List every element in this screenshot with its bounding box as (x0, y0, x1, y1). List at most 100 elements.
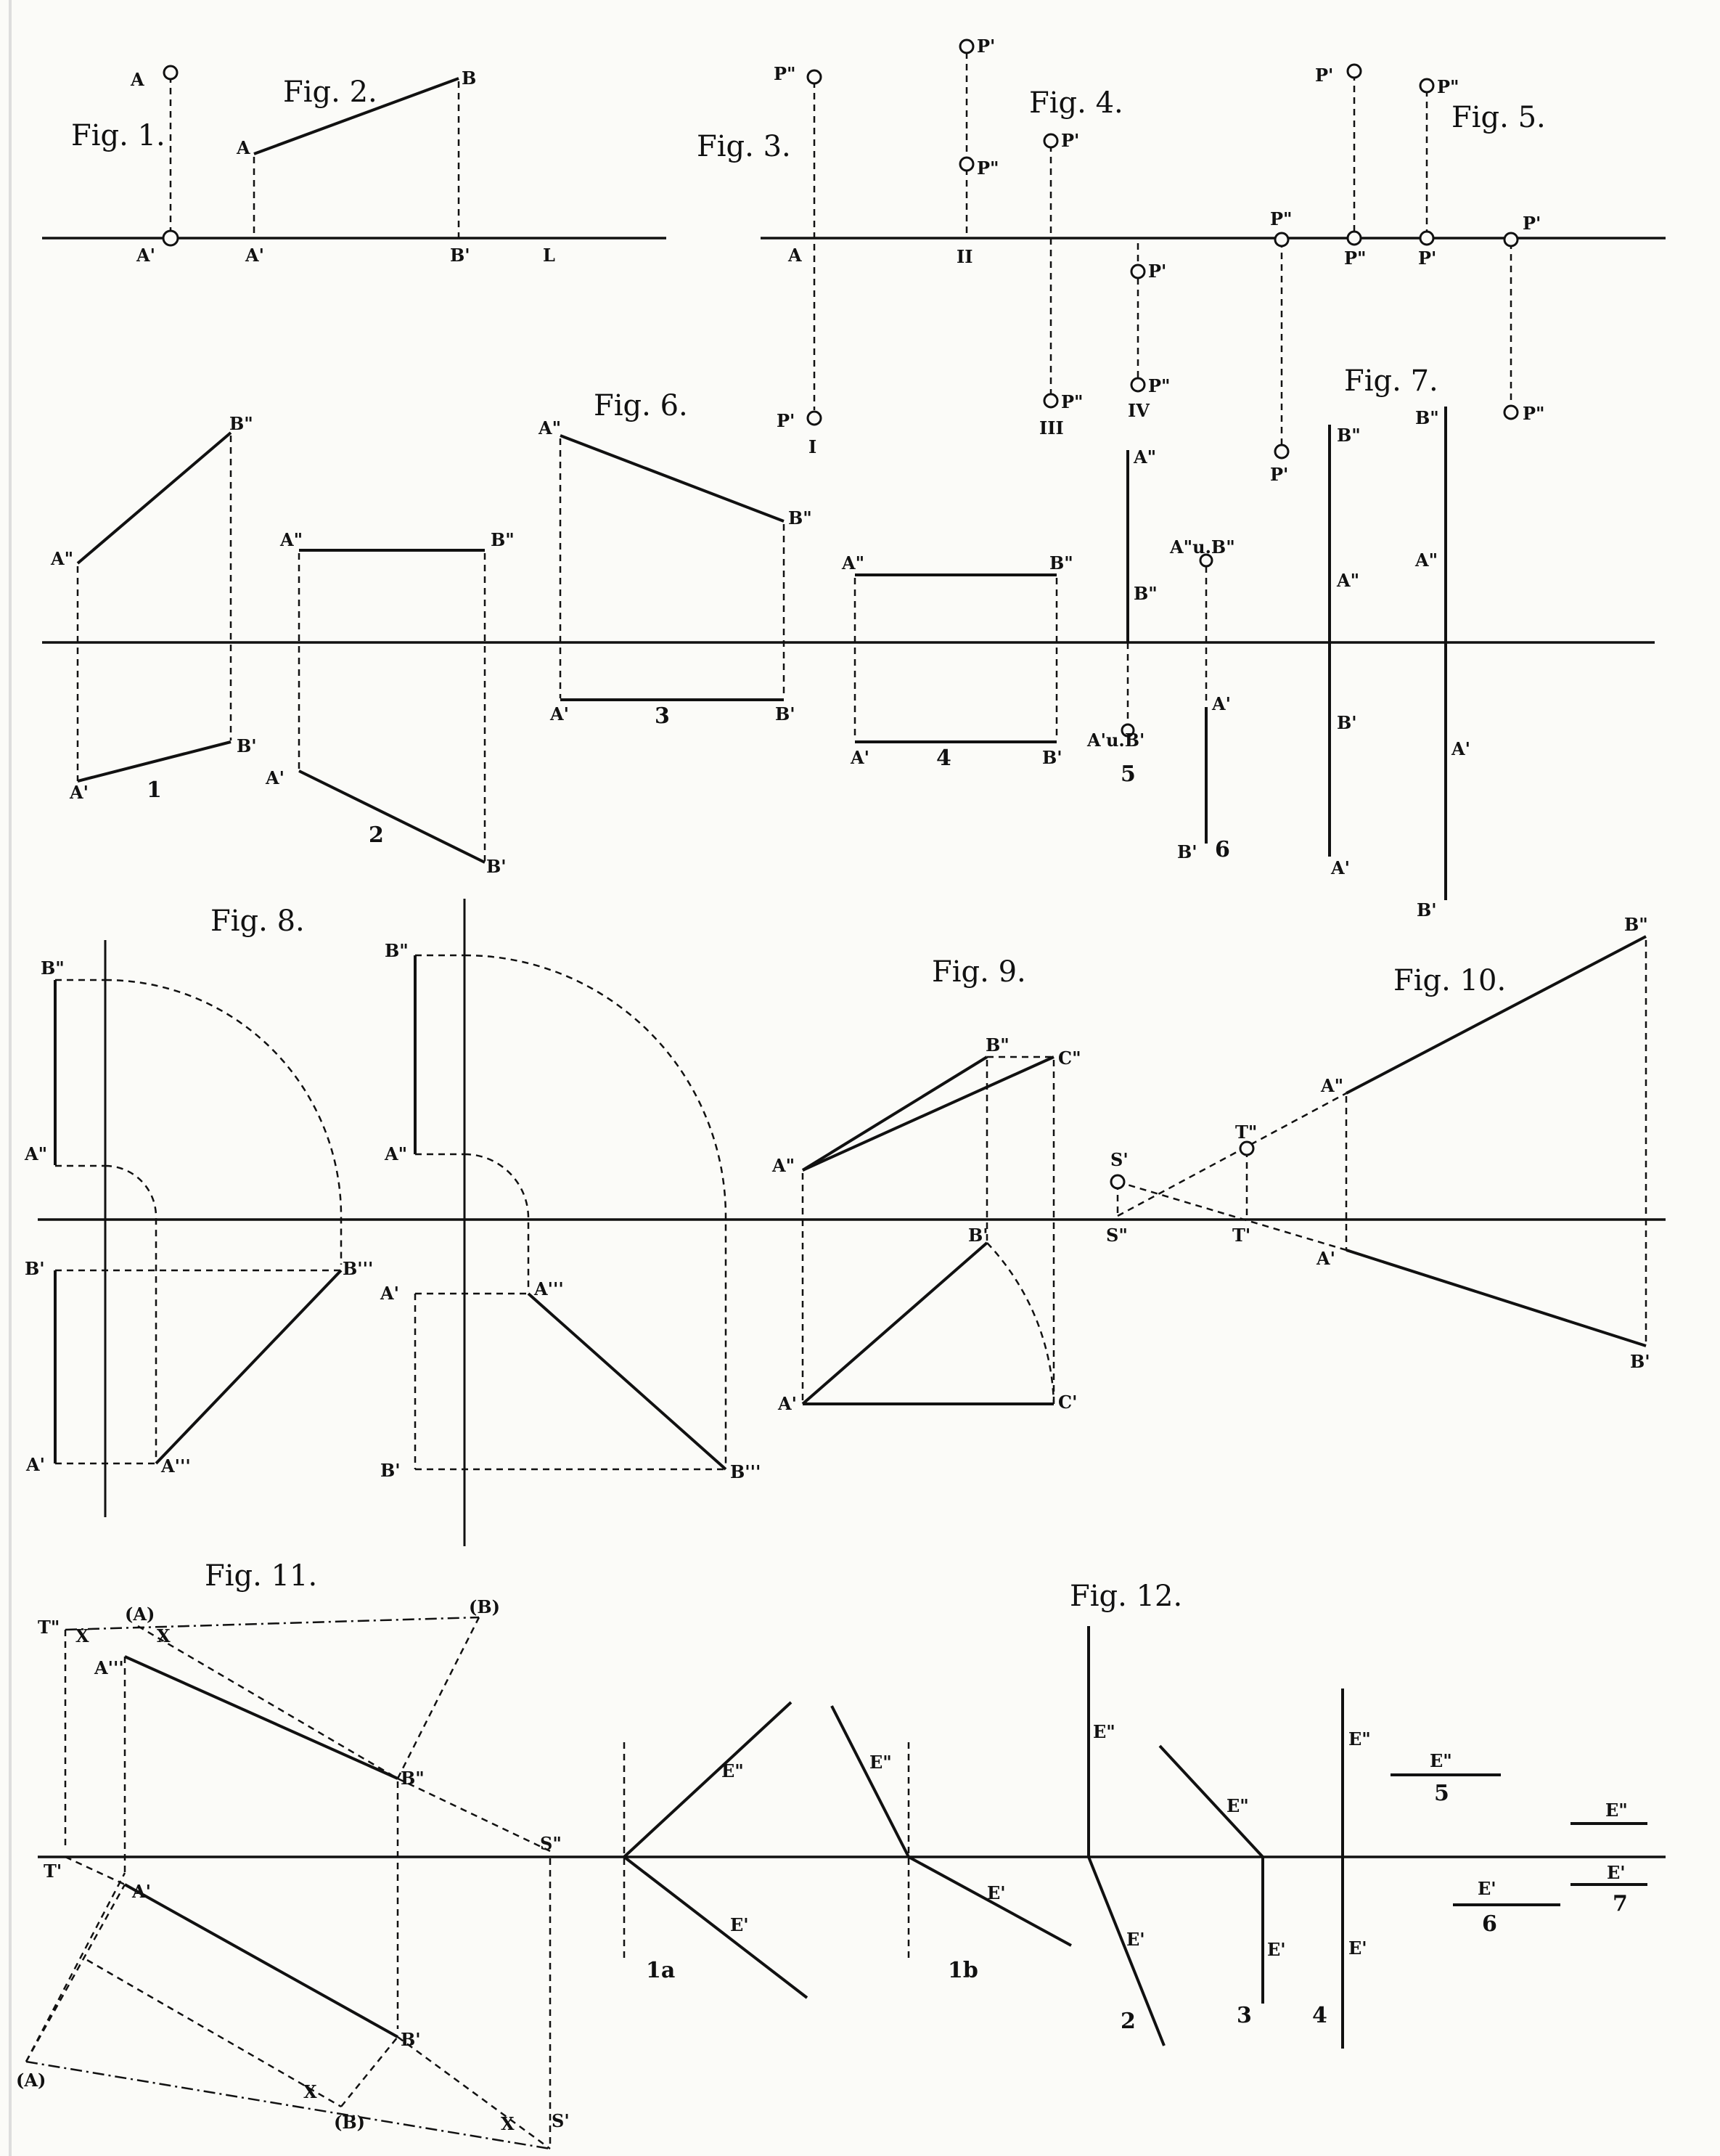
fig4-label-iii: III (1039, 417, 1064, 438)
fig5-label-p2-a: P" (1270, 208, 1293, 229)
fig9-c1: C' (1058, 1392, 1077, 1413)
fig11-b-paren-bottom: (B) (334, 2112, 365, 2133)
fig6-4-a1: A' (850, 747, 869, 768)
fig6-4-num: 4 (936, 746, 951, 771)
fig12-case-2: E" E' 2 (1087, 1626, 1166, 2046)
fig11-a-paren-bottom: (A) (16, 2070, 46, 2091)
fig8-r-a2: A" (384, 1143, 407, 1164)
fig8-l-b2: B" (41, 957, 65, 979)
fig6-6-ab2: A"u.B" (1169, 536, 1235, 558)
fig7-l-a1: A' (1330, 857, 1350, 878)
fig6-case-4: A" B" A' B' 4 (841, 552, 1073, 771)
fig2-label-a1: A' (245, 245, 264, 266)
fig9-b1: B' (968, 1225, 988, 1246)
fig10-a1: A' (1316, 1248, 1335, 1269)
fig4-label-p1-iv: P' (1148, 261, 1166, 282)
fig5-title: Fig. 5. (1451, 101, 1546, 134)
fig6-case-1: B" A" B' A' 1 (50, 413, 257, 803)
fig5-label-p2-c: P" (1437, 76, 1459, 97)
fig8-l-b3: B''' (343, 1258, 373, 1279)
fig6-5-b2: B" (1134, 583, 1158, 604)
fig12-case-3: E" E' 3 (1158, 1744, 1286, 2028)
fig11-x-3: X (303, 2081, 317, 2102)
fig12-title: Fig. 12. (1070, 1580, 1182, 1613)
fig7-l-a2: A" (1336, 570, 1359, 591)
fig6-3-a1: A' (549, 703, 569, 724)
fig6-3-num: 3 (655, 703, 670, 729)
fig12-6-num: 6 (1482, 1911, 1497, 1937)
fig12-5-num: 5 (1434, 1781, 1449, 1806)
fig2-label-b1: B' (450, 245, 470, 266)
fig10-s1: S' (1110, 1149, 1129, 1170)
figure-1: Fig. 1. A A' (42, 65, 666, 266)
fig6-4-b2: B" (1049, 552, 1073, 573)
fig6-2-b1: B' (486, 856, 507, 877)
fig6-2-num: 2 (369, 822, 384, 848)
fig3-label-i: I (808, 436, 816, 457)
figure-3: Fig. 3. P" A P' I (697, 63, 822, 457)
fig12-1a-num: 1a (646, 1958, 675, 1983)
fig12-4-e1: E' (1348, 1937, 1367, 1959)
fig12-3-num: 3 (1237, 2003, 1252, 2028)
fig10-t2: T" (1235, 1122, 1257, 1143)
fig3-label-a: A (787, 245, 802, 266)
fig4-title: Fig. 4. (1029, 86, 1123, 120)
fig12-4-num: 4 (1312, 2003, 1327, 2028)
fig10-b2: B" (1624, 914, 1648, 935)
fig6-1-b1: B' (237, 735, 257, 756)
fig6-1-a2: A" (50, 548, 73, 569)
fig7-r-b1: B' (1417, 899, 1437, 920)
fig7-r-a1: A' (1451, 738, 1470, 759)
fig12-case-7: E" E' 7 (1570, 1800, 1647, 1916)
fig11-title: Fig. 11. (205, 1559, 317, 1593)
fig6-1-num: 1 (147, 777, 162, 803)
fig6-2-a1: A' (265, 767, 284, 788)
fig5-label-p1-c: P' (1418, 248, 1436, 269)
fig6-case-3: A" B" A' B' 3 (538, 417, 812, 729)
fig7-l-b2: B" (1337, 425, 1361, 446)
fig10-b1: B' (1630, 1351, 1650, 1372)
figure-12: Fig. 12. E" E' 1a E" E' 1b E" E' 2 (623, 1580, 1647, 2049)
fig5-label-p2-d: P" (1523, 403, 1545, 424)
fig11-s1: S' (552, 2110, 570, 2131)
fig9-title: Fig. 9. (932, 955, 1026, 989)
fig12-case-5: E" 5 (1391, 1750, 1501, 1806)
fig7-title: Fig. 7. (1344, 364, 1438, 398)
fig6-case-2: A" B" A' B' 2 (265, 529, 515, 877)
fig8-r-a1: A' (380, 1283, 399, 1304)
fig3-title: Fig. 3. (697, 130, 791, 163)
fig12-1a-e2: E" (721, 1760, 744, 1781)
fig6-4-b1: B' (1042, 747, 1062, 768)
fig8-r-b3: B''' (730, 1461, 761, 1482)
fig4-label-p2-ii: P" (977, 158, 999, 179)
fig11-a-paren-top: (A) (125, 1604, 155, 1625)
figure-7: Fig. 7. B" A" B' A' B" A" A' B' (1328, 364, 1470, 920)
fig12-case-1a: E" E' 1a (623, 1701, 808, 1999)
fig6-3-b2: B" (788, 507, 812, 528)
fig2-label-l: L (543, 245, 555, 266)
fig9-c2: C" (1058, 1048, 1081, 1069)
fig5-label-p1-b: P' (1315, 65, 1333, 86)
fig9-b2: B" (986, 1034, 1010, 1055)
figure-9: Fig. 9. B" C" A" B' A' C' (771, 955, 1081, 1414)
fig4-label-p2-iii: P" (1061, 391, 1084, 412)
fig11-b-paren-top: (B) (469, 1596, 500, 1617)
fig12-3-e1: E' (1267, 1939, 1286, 1960)
fig12-1b-e1: E' (987, 1882, 1006, 1903)
fig7-r-b2: B" (1415, 407, 1439, 428)
fig8-l-a3: A''' (160, 1455, 191, 1477)
fig11-t1: T' (44, 1861, 62, 1882)
fig4-label-iv: IV (1128, 400, 1150, 421)
fig6-4-a2: A" (841, 552, 864, 573)
fig8-r-a3: A''' (533, 1278, 564, 1299)
fig7-r-a2: A" (1414, 550, 1438, 571)
fig6-1-a1: A' (69, 782, 89, 803)
fig5-label-p2-b: P" (1344, 248, 1367, 269)
fig8-r-b2: B" (385, 940, 409, 961)
fig12-2-num: 2 (1121, 2009, 1136, 2034)
fig6-3-a2: A" (538, 417, 561, 438)
fig8-l-a1: A' (25, 1454, 45, 1475)
fig6-2-a2: A" (279, 529, 303, 550)
figure-2: Fig. 2. A B A' B' L (236, 68, 555, 266)
